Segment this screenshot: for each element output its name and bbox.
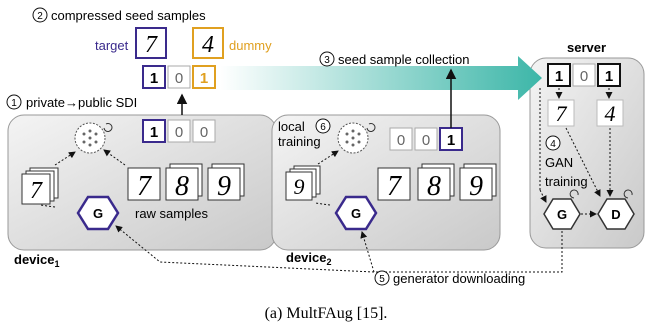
svg-text:G: G: [351, 206, 361, 221]
device1-vector: 1 0 0: [142, 119, 216, 143]
svg-text:local: local: [278, 119, 305, 134]
dummy-label: dummy: [229, 38, 272, 53]
dummy-card: [192, 27, 224, 59]
svg-text:1: 1: [200, 70, 208, 87]
svg-text:0: 0: [175, 124, 183, 141]
svg-text:seed sample collection: seed sample collection: [338, 52, 470, 67]
svg-text:8: 8: [175, 171, 189, 202]
svg-text:1: 1: [11, 98, 17, 109]
server-discriminator: D: [597, 198, 635, 230]
device1-generator: G: [76, 195, 120, 231]
svg-text:9: 9: [469, 171, 483, 202]
svg-text:7: 7: [137, 171, 152, 202]
svg-text:generator downloading: generator downloading: [393, 271, 525, 286]
svg-text:0: 0: [175, 70, 183, 87]
svg-text:9: 9: [217, 171, 231, 202]
svg-text:D: D: [611, 207, 620, 222]
server-target-card: [547, 99, 575, 127]
svg-text:0: 0: [580, 68, 588, 85]
svg-text:8: 8: [427, 171, 441, 202]
svg-text:6: 6: [320, 122, 326, 133]
device1-card-stack: 7: [21, 167, 59, 205]
svg-text:7: 7: [387, 171, 402, 202]
svg-text:2: 2: [37, 11, 43, 22]
target-digit: 7: [145, 32, 158, 58]
svg-text:9: 9: [294, 174, 305, 199]
svg-text:7: 7: [30, 178, 43, 204]
svg-text:4: 4: [605, 101, 616, 126]
svg-text:5: 5: [379, 274, 385, 285]
device2-raw-samples: 7 8 9: [377, 163, 497, 202]
svg-text:4: 4: [550, 139, 556, 150]
device2-card-stack: 9: [285, 165, 321, 201]
svg-text:7: 7: [556, 101, 568, 126]
svg-text:compressed seed samples: compressed seed samples: [51, 8, 206, 23]
svg-text:G: G: [93, 206, 103, 221]
device1-raw-samples: 7 8 9: [127, 163, 245, 202]
step4-label: 4 GAN training: [545, 135, 588, 189]
server-dummy-card: [596, 99, 624, 127]
svg-text:1: 1: [150, 124, 158, 141]
svg-text:training: training: [545, 174, 588, 189]
dummy-digit: 4: [202, 32, 214, 58]
svg-text:1: 1: [150, 70, 158, 87]
server-title: server: [567, 40, 606, 55]
device2-model-icon: [337, 122, 376, 154]
svg-text:GAN: GAN: [545, 155, 573, 170]
svg-text:private→public SDI: private→public SDI: [26, 95, 137, 110]
device2-generator: G: [334, 195, 378, 231]
device1-model-icon: [74, 122, 113, 154]
target-label: target: [95, 38, 129, 53]
step5-label: 5 generator downloading: [374, 270, 525, 286]
svg-text:3: 3: [324, 55, 330, 66]
step1-label: 1 private→public SDI: [6, 94, 137, 110]
server-generator: G: [543, 198, 581, 230]
server-vector: 1 0 1: [547, 63, 621, 87]
svg-text:1: 1: [447, 132, 455, 149]
step3-label: 3 seed sample collection: [319, 51, 470, 67]
svg-text:0: 0: [397, 132, 405, 149]
target-card: [135, 27, 167, 59]
device2-vector: 0 0 1: [389, 127, 463, 151]
svg-text:0: 0: [200, 124, 208, 141]
svg-text:0: 0: [422, 132, 430, 149]
seed-collection-arrow: [220, 56, 542, 100]
figure-caption: (a) MultFAug [15].: [265, 305, 388, 322]
step6-label: local training 6: [278, 118, 331, 149]
step2-label: 2 compressed seed samples: [32, 7, 206, 23]
svg-text:1: 1: [605, 68, 613, 85]
compressed-vector: 1 0 1: [142, 65, 216, 89]
svg-text:training: training: [278, 134, 321, 149]
device2-label: device2: [286, 250, 332, 267]
svg-text:1: 1: [555, 68, 563, 85]
raw-samples-label: raw samples: [135, 206, 208, 221]
svg-text:G: G: [557, 207, 567, 222]
device1-label: device1: [14, 252, 60, 269]
